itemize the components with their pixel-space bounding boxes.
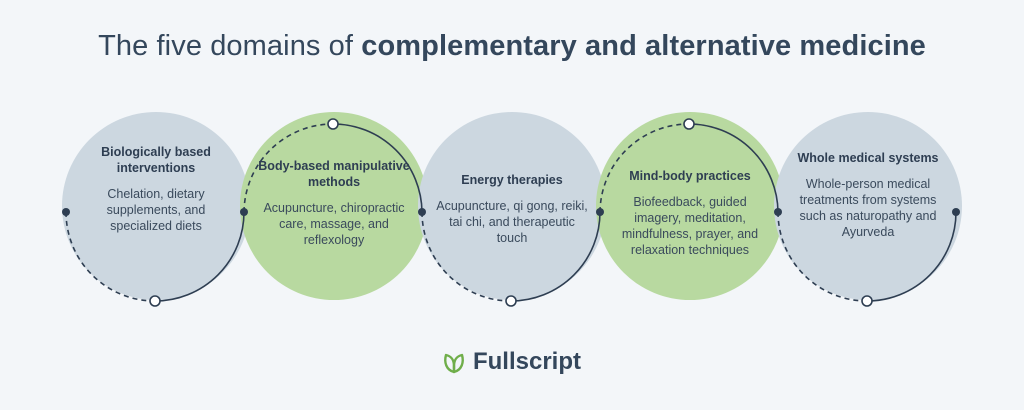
node-dot: [418, 208, 426, 216]
leaf-logo-icon: [444, 353, 464, 374]
node-ring: [861, 295, 873, 307]
node-ring: [505, 295, 517, 307]
domain-title: Mind-body practices: [629, 169, 751, 183]
domain-title: Body-based manipulative methods: [258, 159, 410, 189]
domain-circle-biological: Biologically based interventions Chelati…: [62, 112, 250, 300]
domain-title: Whole medical systems: [797, 151, 939, 165]
title-prefix: The five domains of: [98, 30, 362, 62]
arc-1-solid: [154, 211, 245, 302]
node-dot: [774, 208, 782, 216]
brand-logo: Fullscript: [0, 348, 1024, 376]
domain-circle-energy: Energy therapies Acupuncture, qi gong, r…: [418, 112, 606, 300]
domain-title: Energy therapies: [461, 173, 563, 187]
node-dot: [240, 208, 248, 216]
page-title: The five domains of complementary and al…: [0, 30, 1024, 63]
title-bold: complementary and alternative medicine: [361, 30, 926, 62]
arc-2-dashed: [243, 123, 334, 213]
domain-circle-mind-body: Mind-body practices Biofeedback, guided …: [596, 112, 784, 300]
arc-3-dashed: [421, 211, 512, 302]
domain-description: Chelation, dietary supplements, and spec…: [106, 187, 206, 233]
domain-description: Whole-person medical treatments from sys…: [799, 177, 937, 239]
arc-4-dashed: [599, 123, 690, 213]
arc-5-dashed: [777, 211, 868, 302]
domain-circle-body-based: Body-based manipulative methods Acupunct…: [240, 112, 428, 300]
arc-2-solid: [332, 123, 423, 213]
arc-4-solid: [688, 123, 779, 213]
domain-description: Acupuncture, qi gong, reiki, tai chi, an…: [436, 199, 588, 245]
domain-description: Acupuncture, chiropractic care, massage,…: [263, 201, 405, 247]
node-ring: [149, 295, 161, 307]
brand-name: Fullscript: [472, 348, 581, 375]
node-ring: [327, 118, 339, 130]
arc-3-solid: [510, 211, 601, 302]
node-dot: [952, 208, 960, 216]
node-dot: [62, 208, 70, 216]
domain-title: Biologically based interventions: [101, 145, 211, 175]
node-ring: [683, 118, 695, 130]
domain-circle-whole-systems: Whole medical systems Whole-person medic…: [774, 112, 962, 300]
node-dot: [596, 208, 604, 216]
arc-5-solid: [866, 211, 957, 302]
arc-1-dashed: [65, 211, 156, 302]
domain-description: Biofeedback, guided imagery, meditation,…: [621, 195, 759, 257]
